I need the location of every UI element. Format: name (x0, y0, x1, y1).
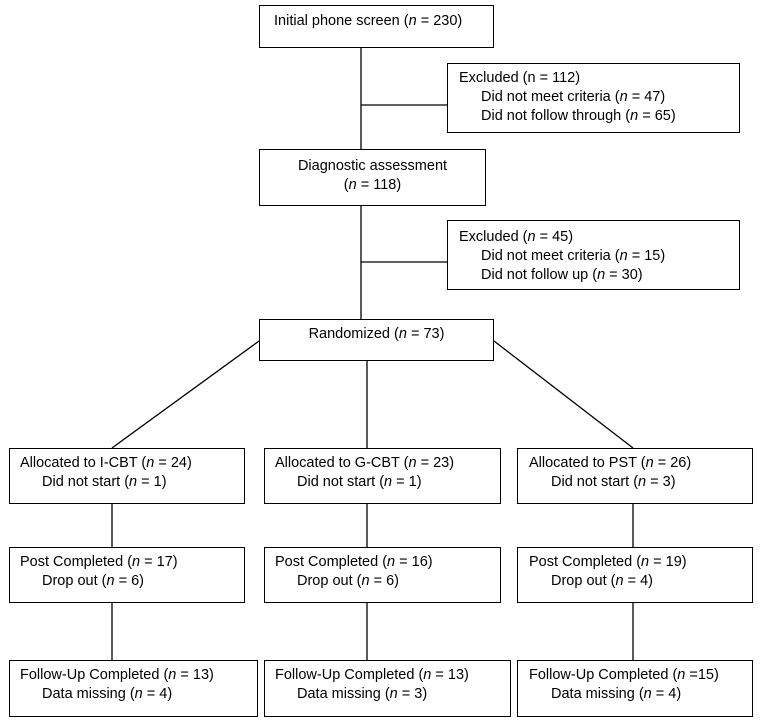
arm-1-post-box: Post Completed (n = 17) Drop out (n = 6) (9, 547, 245, 603)
arm-1-drop-out: Drop out (n = 6) (42, 573, 144, 589)
arm-2-followup-box: Follow-Up Completed (n = 13) Data missin… (264, 660, 511, 717)
arm-2-did-not-start: Did not start (n = 1) (297, 474, 422, 490)
arm-2-post-completed: Post Completed (n = 16) (275, 554, 433, 570)
arm-3-did-not-start: Did not start (n = 3) (551, 474, 676, 490)
excluded-1-box: Excluded (n = 112) Did not meet criteria… (447, 63, 740, 133)
excluded-2-title: Excluded (n = 45) (459, 229, 574, 245)
diagnostic-assessment-box: Diagnostic assessment (n = 118) (259, 149, 486, 206)
arm-1-data-missing: Data missing (n = 4) (42, 686, 173, 702)
arm-2-post-box: Post Completed (n = 16) Drop out (n = 6) (264, 547, 501, 603)
arm-1-did-not-start: Did not start (n = 1) (42, 474, 167, 490)
excluded-2-not-meet-criteria: Did not meet criteria (n = 15) (481, 248, 666, 264)
arm-1-followup-completed: Follow-Up Completed (n = 13) (20, 667, 214, 683)
diagnostic-assessment-title: Diagnostic assessment (297, 158, 448, 174)
arm-1-allocated: Allocated to I-CBT (n = 24) (20, 455, 192, 471)
excluded-2-box: Excluded (n = 45) Did not meet criteria … (447, 220, 740, 290)
excluded-1-title: Excluded (n = 112) (459, 70, 581, 86)
arm-2-followup-completed: Follow-Up Completed (n = 13) (275, 667, 469, 683)
initial-phone-screen-label: Initial phone screen (n = 230) (274, 13, 463, 29)
randomized-box: Randomized (n = 73) (259, 319, 494, 361)
arm-3-followup-box: Follow-Up Completed (n =15) Data missing… (517, 660, 753, 717)
initial-phone-screen-box: Initial phone screen (n = 230) (259, 5, 494, 48)
excluded-1-not-meet-criteria: Did not meet criteria (n = 47) (481, 89, 666, 105)
arm-2-allocation-box: Allocated to G-CBT (n = 23) Did not star… (264, 448, 501, 504)
excluded-1-not-follow-through: Did not follow through (n = 65) (481, 108, 676, 124)
arm-3-allocated: Allocated to PST (n = 26) (529, 455, 692, 471)
arm-2-data-missing: Data missing (n = 3) (297, 686, 428, 702)
excluded-2-not-follow-up: Did not follow up (n = 30) (481, 267, 643, 283)
randomized-label: Randomized (n = 73) (308, 326, 445, 342)
arm-3-post-box: Post Completed (n = 19) Drop out (n = 4) (517, 547, 753, 603)
arm-3-allocation-box: Allocated to PST (n = 26) Did not start … (517, 448, 753, 504)
connector-randomized-to-arm-3 (493, 340, 634, 449)
connector-randomized-to-arm-1 (111, 340, 260, 449)
arm-1-followup-box: Follow-Up Completed (n = 13) Data missin… (9, 660, 258, 717)
arm-3-followup-completed: Follow-Up Completed (n =15) (529, 667, 719, 683)
arm-3-post-completed: Post Completed (n = 19) (529, 554, 687, 570)
arm-2-allocated: Allocated to G-CBT (n = 23) (275, 455, 455, 471)
arm-1-allocation-box: Allocated to I-CBT (n = 24) Did not star… (9, 448, 245, 504)
arm-3-data-missing: Data missing (n = 4) (551, 686, 682, 702)
arm-2-drop-out: Drop out (n = 6) (297, 573, 399, 589)
arm-3-drop-out: Drop out (n = 4) (551, 573, 653, 589)
diagnostic-assessment-count: (n = 118) (343, 177, 402, 193)
arm-1-post-completed: Post Completed (n = 17) (20, 554, 178, 570)
